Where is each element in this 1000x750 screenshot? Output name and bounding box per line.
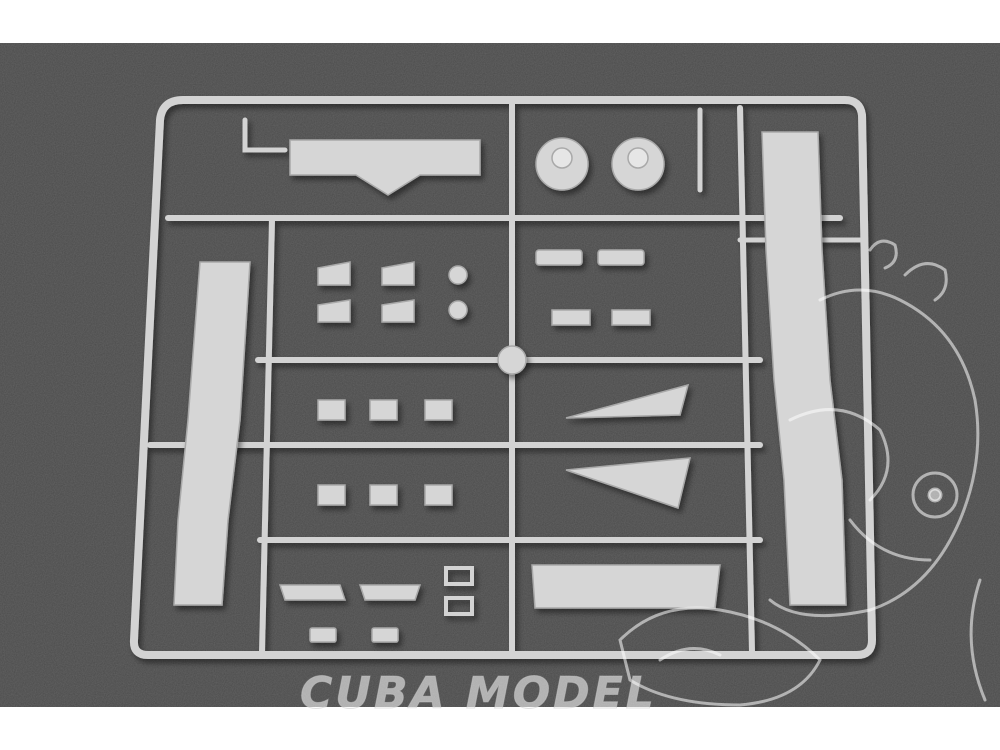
part-bracket-1 bbox=[309, 627, 337, 643]
part-ring-1 bbox=[448, 265, 468, 285]
part-block-1 bbox=[535, 249, 583, 266]
part-cyl-2 bbox=[381, 261, 415, 286]
part-wing-1 bbox=[565, 383, 690, 419]
part-frame-1 bbox=[444, 566, 474, 586]
part-lever-4 bbox=[317, 484, 346, 506]
part-lever-6 bbox=[424, 484, 453, 506]
runner-v2 bbox=[259, 217, 275, 655]
sprue-frame bbox=[129, 96, 877, 659]
runner-v5 bbox=[242, 117, 288, 153]
part-cyl-1 bbox=[317, 261, 351, 286]
part-lever-2 bbox=[369, 399, 398, 421]
part-hub bbox=[497, 345, 527, 375]
part-block-2 bbox=[597, 249, 645, 266]
bottom-border bbox=[0, 707, 1000, 750]
outer-frame bbox=[129, 96, 877, 659]
part-lever-1 bbox=[317, 399, 346, 421]
part-lever-5 bbox=[369, 484, 398, 506]
part-bracket-2 bbox=[371, 627, 399, 643]
part-ring-2 bbox=[448, 300, 468, 320]
part-bottom-panel bbox=[531, 564, 721, 609]
top-border bbox=[0, 0, 1000, 43]
part-lever-3 bbox=[424, 399, 453, 421]
watermark-text: CUBA MODEL bbox=[300, 668, 657, 720]
part-clamp-2 bbox=[611, 309, 651, 326]
part-cyl-3 bbox=[317, 299, 351, 323]
part-long-right bbox=[761, 131, 847, 606]
watermark-mascot bbox=[618, 239, 987, 707]
part-long-left bbox=[173, 261, 251, 606]
part-clamp-1 bbox=[551, 309, 591, 326]
part-arm-1 bbox=[278, 584, 347, 601]
part-wing-2 bbox=[565, 457, 691, 509]
part-cyl-4 bbox=[381, 299, 415, 323]
sprue-parts bbox=[173, 131, 847, 643]
part-dome-2-cap bbox=[627, 147, 649, 169]
part-top-bracket bbox=[289, 139, 481, 196]
part-dome-1-cap bbox=[551, 147, 573, 169]
part-arm-2 bbox=[358, 584, 422, 601]
part-frame-2 bbox=[444, 596, 474, 616]
runner-v3 bbox=[737, 105, 755, 655]
